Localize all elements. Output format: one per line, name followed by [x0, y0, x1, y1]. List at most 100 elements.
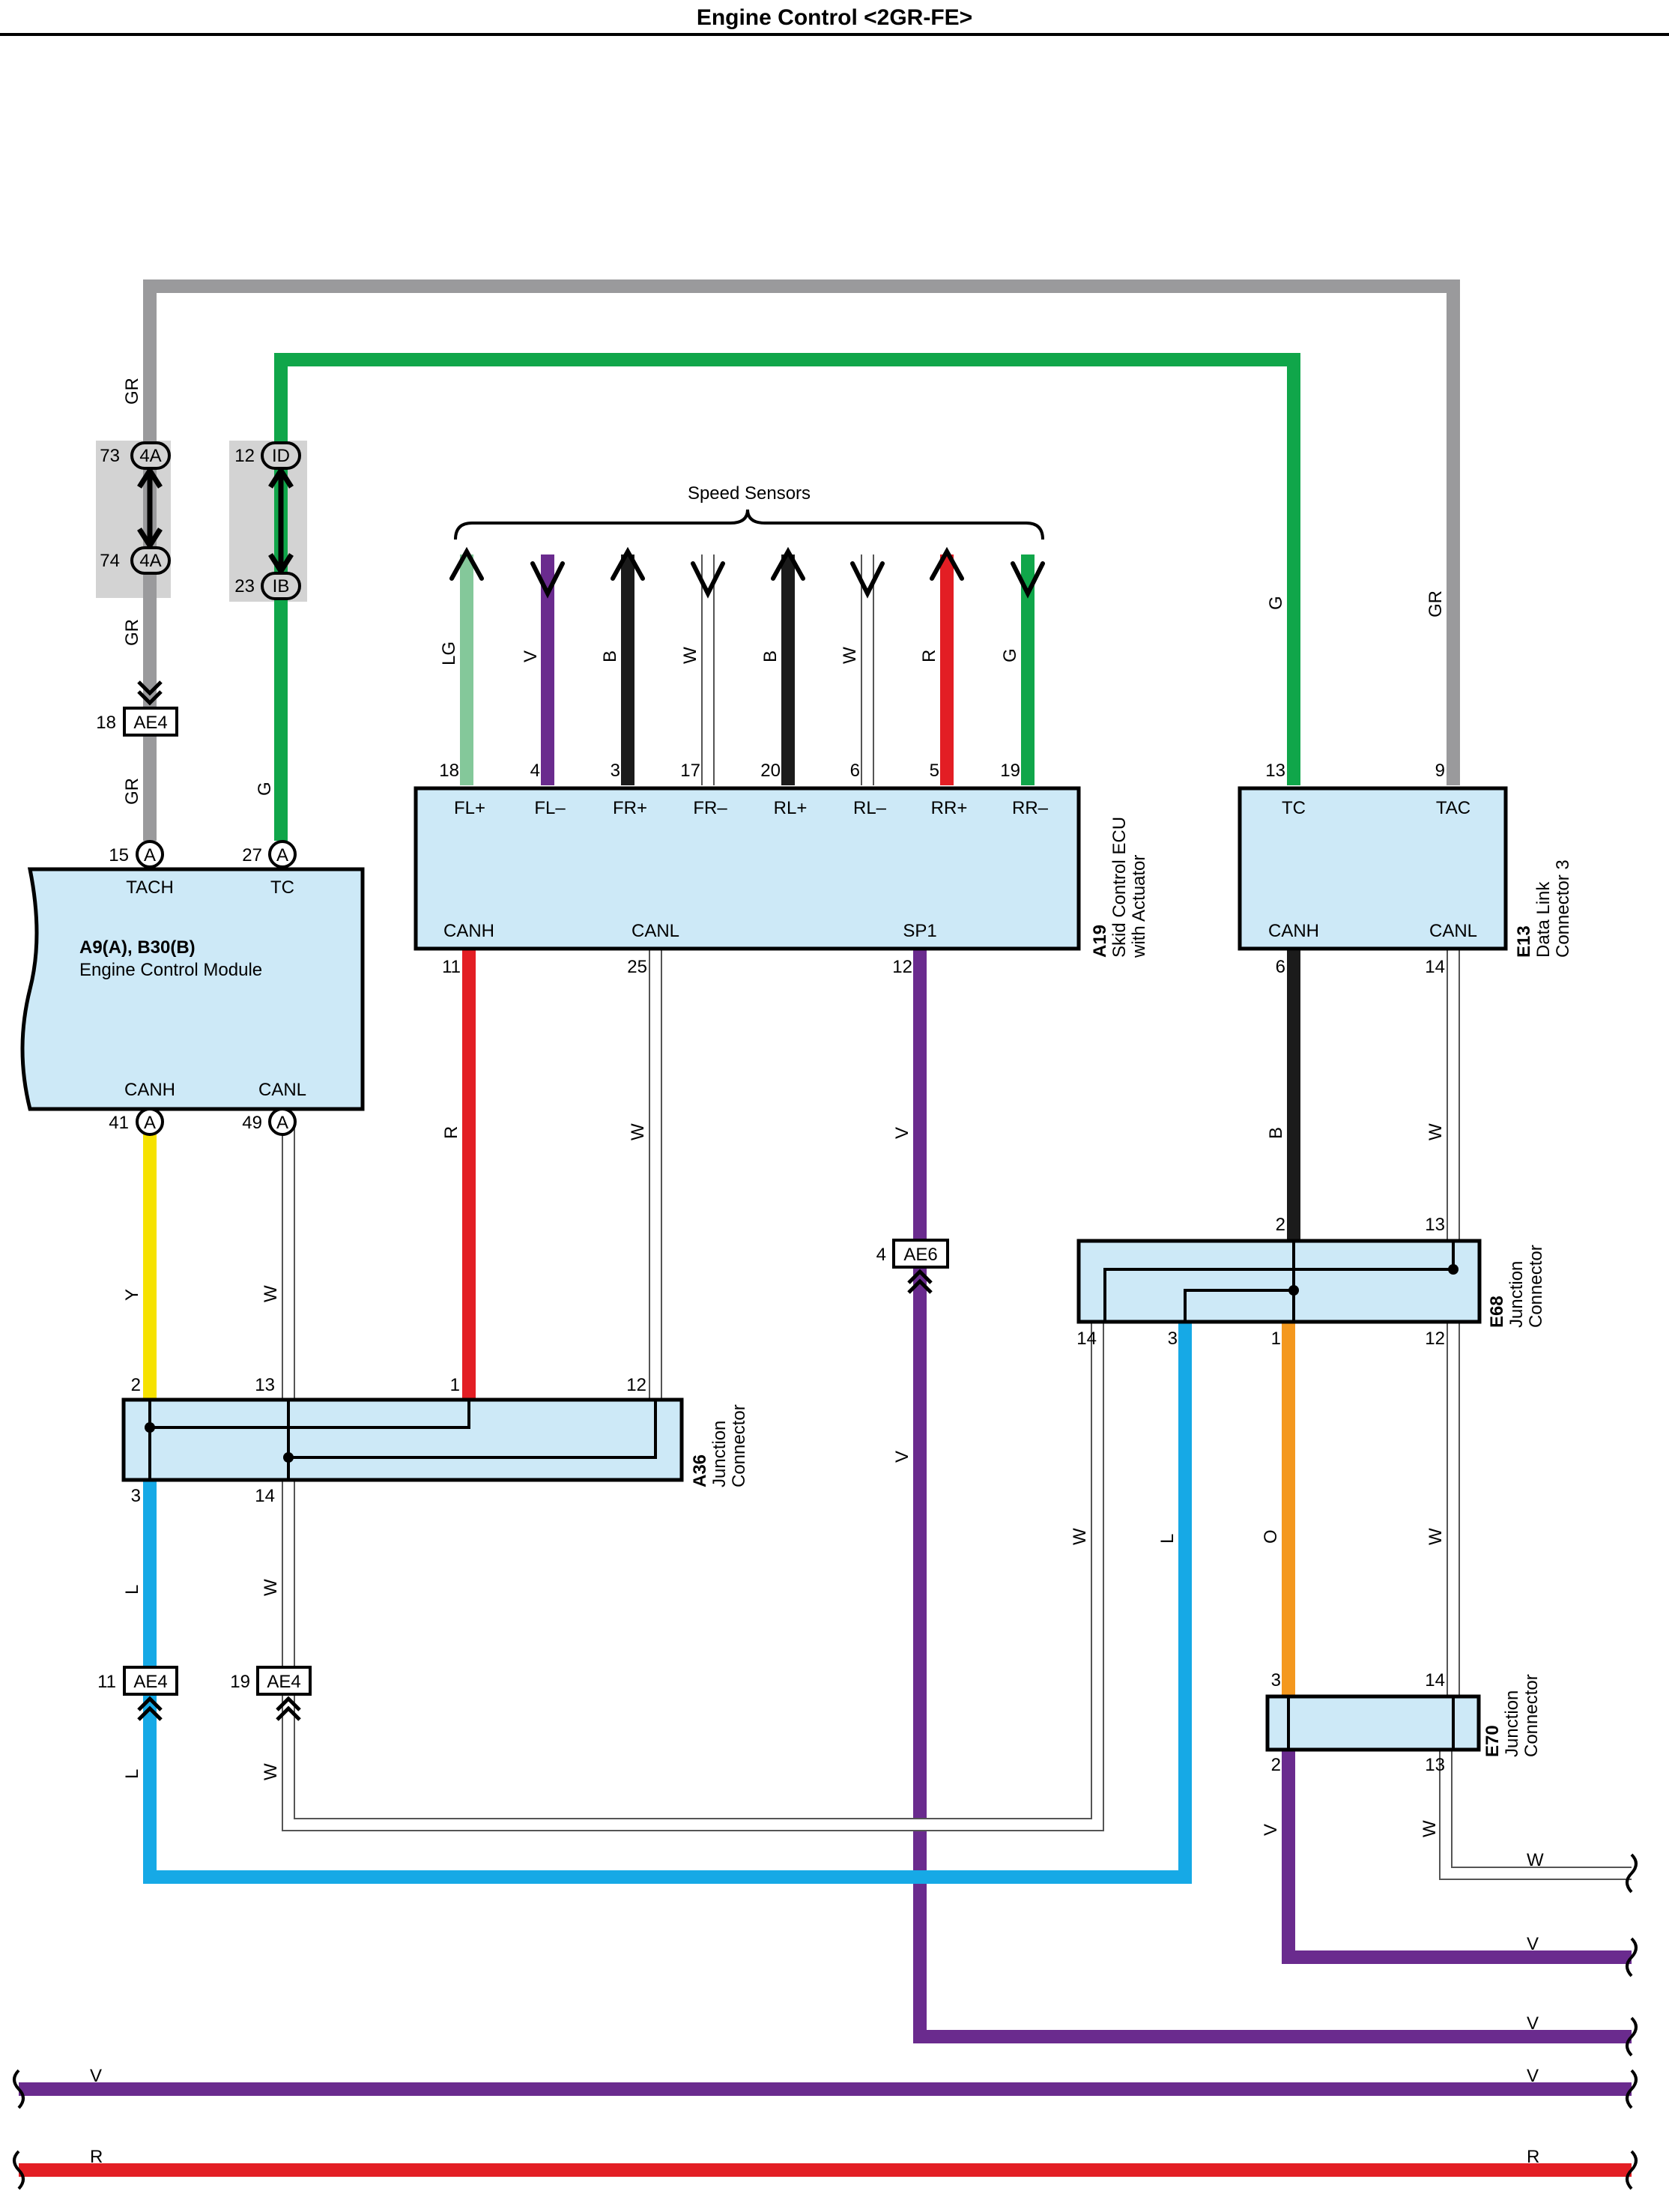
wire-w-e70-out [1439, 1750, 1632, 1880]
engine-control-module: TACH TC A9(A), B30(B) Engine Control Mod… [20, 867, 365, 1111]
page-title: Engine Control <2GR-FE> [697, 5, 972, 30]
double-arrow-4a [137, 465, 163, 551]
double-arrow-ib [268, 465, 294, 576]
svg-text:2: 2 [1276, 1215, 1285, 1235]
junction-e68 [1076, 1239, 1482, 1324]
svg-text:AE4: AE4 [133, 1672, 167, 1692]
connector-ae4-top: AE4 18 [96, 680, 178, 737]
svg-text:IB: IB [273, 576, 290, 596]
wire-v-sp1 [913, 949, 1632, 2043]
svg-text:19: 19 [230, 1672, 250, 1692]
svg-text:CANL: CANL [1429, 921, 1477, 941]
svg-text:Data Link: Data Link [1533, 881, 1554, 958]
svg-text:GR: GR [122, 378, 142, 405]
svg-text:Y: Y [122, 1289, 142, 1301]
svg-text:RR–: RR– [1012, 798, 1049, 818]
svg-text:9: 9 [1435, 761, 1445, 781]
svg-text:W: W [261, 1285, 281, 1302]
svg-text:14: 14 [1425, 1670, 1445, 1690]
speed-sensors-brace: Speed Sensors [454, 483, 1044, 540]
svg-text:18: 18 [96, 713, 116, 733]
svg-text:AE4: AE4 [133, 713, 167, 733]
junction-a36 [121, 1397, 684, 1482]
svg-text:14: 14 [255, 1486, 275, 1506]
svg-text:FL+: FL+ [454, 798, 485, 818]
connector-ae4-w: AE4 19 [230, 1666, 312, 1721]
svg-text:AE4: AE4 [267, 1672, 300, 1692]
svg-text:6: 6 [1276, 957, 1285, 977]
svg-text:TACH: TACH [126, 877, 174, 898]
svg-text:W: W [261, 1579, 281, 1596]
sensor-arrows [449, 546, 1045, 599]
svg-text:V: V [1527, 2066, 1539, 2086]
svg-text:3: 3 [131, 1486, 141, 1506]
svg-text:4: 4 [876, 1245, 886, 1265]
svg-text:W: W [1420, 1820, 1440, 1837]
svg-text:ID: ID [272, 446, 290, 466]
svg-text:19: 19 [1000, 761, 1020, 781]
break-marks [13, 1853, 1638, 2190]
svg-text:27: 27 [242, 845, 262, 865]
svg-text:G: G [255, 782, 275, 796]
svg-text:FR–: FR– [693, 798, 727, 818]
wire-w-a36-e68 [282, 1322, 1104, 1831]
svg-text:L: L [122, 1769, 142, 1779]
svg-text:25: 25 [627, 957, 647, 977]
svg-text:LG: LG [439, 641, 459, 665]
svg-text:3: 3 [1271, 1670, 1281, 1690]
svg-text:Connector: Connector [729, 1404, 749, 1487]
svg-text:13: 13 [1265, 761, 1285, 781]
svg-text:B: B [600, 650, 620, 662]
svg-text:Connector: Connector [1526, 1245, 1546, 1328]
svg-text:2: 2 [131, 1375, 141, 1395]
svg-text:R: R [919, 650, 939, 662]
data-link-connector [1238, 786, 1508, 951]
wire-gr-tach [143, 279, 1460, 841]
svg-text:RL+: RL+ [774, 798, 808, 818]
svg-text:TC: TC [270, 877, 294, 898]
svg-text:TAC: TAC [1436, 798, 1470, 818]
pill-ib: IB 23 [234, 572, 301, 600]
svg-text:Junction: Junction [1502, 1690, 1522, 1757]
svg-text:GR: GR [1426, 590, 1446, 617]
a36-labels: 2 13 1 12 3 14 A36 Junction Connector [131, 1375, 749, 1506]
svg-text:CANH: CANH [1268, 921, 1319, 941]
svg-text:49: 49 [242, 1113, 262, 1133]
skid-labels: CANH CANL SP1 11 25 12 A19 Skid Control … [442, 817, 1149, 977]
svg-text:12: 12 [626, 1375, 646, 1395]
svg-text:FR+: FR+ [613, 798, 647, 818]
svg-text:23: 23 [234, 576, 255, 596]
connector-ae6: AE6 4 [876, 1239, 949, 1294]
svg-text:CANH: CANH [443, 921, 494, 941]
svg-text:E68: E68 [1487, 1296, 1507, 1328]
wire-v-e70-out [1282, 1750, 1632, 1964]
svg-text:5: 5 [930, 761, 939, 781]
svg-text:2: 2 [1271, 1755, 1281, 1775]
svg-text:with Actuator: with Actuator [1129, 855, 1149, 958]
svg-text:4: 4 [530, 761, 540, 781]
svg-text:RL–: RL– [853, 798, 887, 818]
svg-text:11: 11 [442, 957, 461, 977]
svg-text:13: 13 [1425, 1755, 1445, 1775]
pill-4a-bottom: 4A 74 [100, 546, 171, 575]
svg-text:G: G [1000, 648, 1020, 662]
svg-text:B: B [1266, 1127, 1286, 1139]
svg-text:V: V [1261, 1824, 1281, 1836]
speed-sensor-terminals: FL+ FL– FR+ FR– RL+ RL– RR+ RR– [454, 798, 1049, 818]
svg-text:6: 6 [850, 761, 860, 781]
svg-text:CANH: CANH [124, 1080, 175, 1100]
svg-text:W: W [1527, 1850, 1544, 1870]
svg-text:TC: TC [1282, 798, 1306, 818]
svg-text:20: 20 [760, 761, 781, 781]
dlc-labels: 13 9 TC TAC CANH CANL 6 14 E13 Data Link… [1265, 761, 1573, 977]
svg-text:12: 12 [892, 957, 912, 977]
svg-text:Connector: Connector [1521, 1674, 1542, 1757]
svg-text:W: W [1426, 1528, 1446, 1545]
svg-text:O: O [1261, 1529, 1281, 1544]
svg-text:E70: E70 [1482, 1725, 1503, 1757]
pill-id: ID 12 [234, 441, 301, 470]
svg-text:15: 15 [109, 845, 129, 865]
svg-text:W: W [628, 1123, 648, 1140]
wire-color-labels: GR GR GR G LG V B W B W R G G GR R W V B… [90, 378, 1544, 2167]
